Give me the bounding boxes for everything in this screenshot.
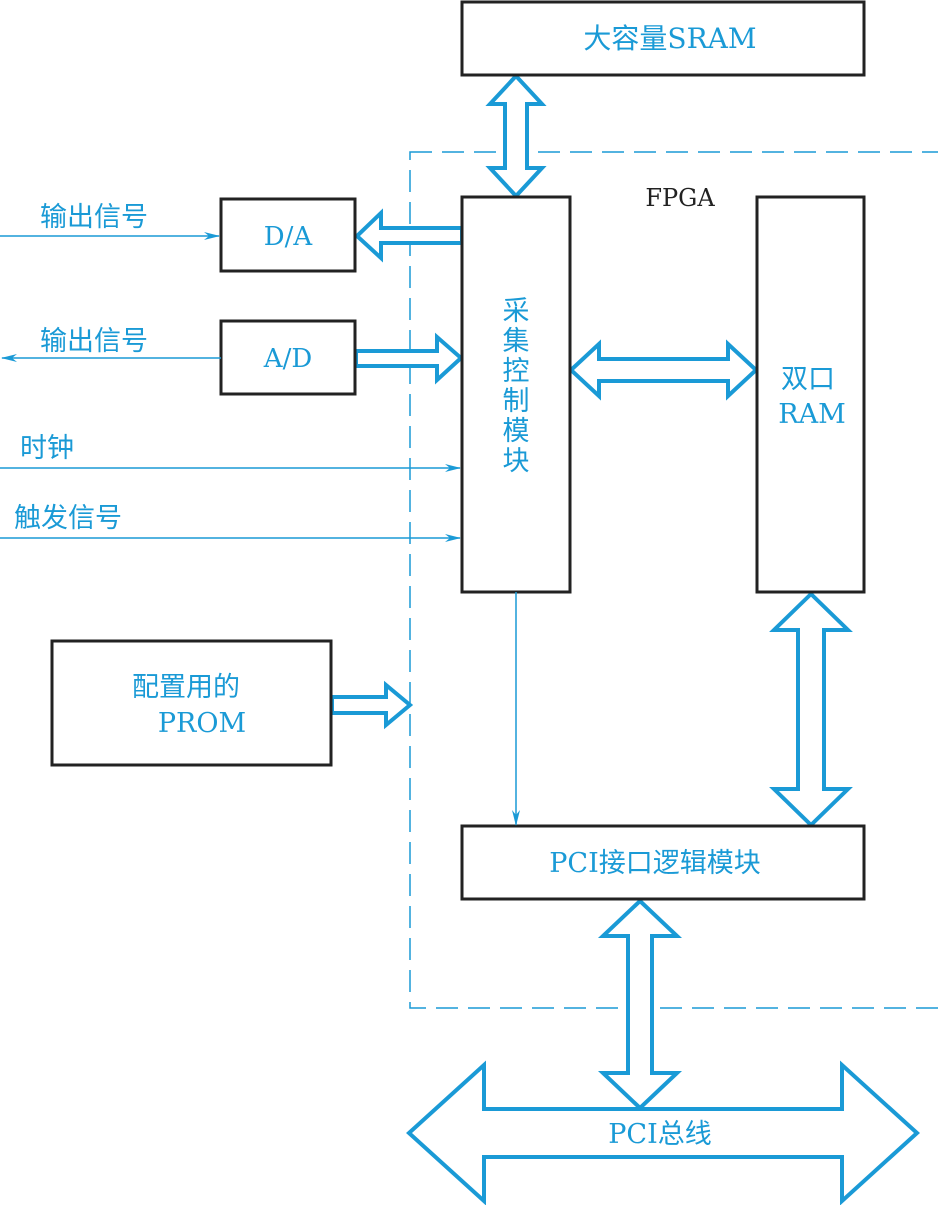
prom-label-1: 配置用的 (132, 672, 240, 703)
svg-text:块: 块 (503, 446, 530, 477)
pci-interface-label: PCI接口逻辑模块 (549, 848, 761, 879)
fpga-boundary (409, 151, 938, 1009)
dual-port-ram-label-2: RAM (778, 399, 845, 430)
prom-box (50, 639, 333, 767)
svg-text:制: 制 (503, 386, 530, 417)
da-label: D/A (264, 222, 314, 252)
ad-box (219, 319, 357, 396)
trigger-label: 触发信号 (14, 503, 122, 534)
svg-text:模: 模 (503, 416, 530, 447)
pci-bus-double-arrow (597, 898, 683, 1111)
dual-port-ram-box (755, 195, 866, 594)
prom-to-fpga-arrow (330, 680, 414, 730)
svg-text:集: 集 (503, 326, 530, 357)
ad-label: A/D (263, 344, 312, 374)
sram-label: 大容量SRAM (583, 22, 756, 55)
clock-label: 时钟 (20, 433, 74, 464)
svg-text:控: 控 (503, 356, 530, 387)
sram-box (460, 0, 866, 77)
pci-bus-label: PCI总线 (608, 1119, 712, 1150)
prom-label-2: PROM (158, 708, 246, 739)
dual-port-ram-label-1: 双口 (781, 364, 835, 395)
sram-control-double-arrow (485, 73, 547, 199)
output-signal-1-label: 输出信号 (40, 202, 148, 233)
control-module-box (460, 195, 572, 594)
ram-pci-double-arrow (769, 591, 853, 828)
control-module-label: 采 集 控 制 模 块 (503, 296, 530, 477)
ad-to-control-arrow (354, 332, 464, 385)
pci-interface-box (460, 824, 866, 901)
control-to-da-arrow (354, 208, 464, 263)
pci-bus-arrow (406, 1060, 920, 1205)
da-box (219, 197, 357, 273)
control-ram-double-arrow (568, 339, 759, 401)
output-signal-2-label: 输出信号 (40, 326, 148, 357)
fpga-label: FPGA (645, 184, 715, 212)
svg-text:采: 采 (503, 296, 530, 327)
